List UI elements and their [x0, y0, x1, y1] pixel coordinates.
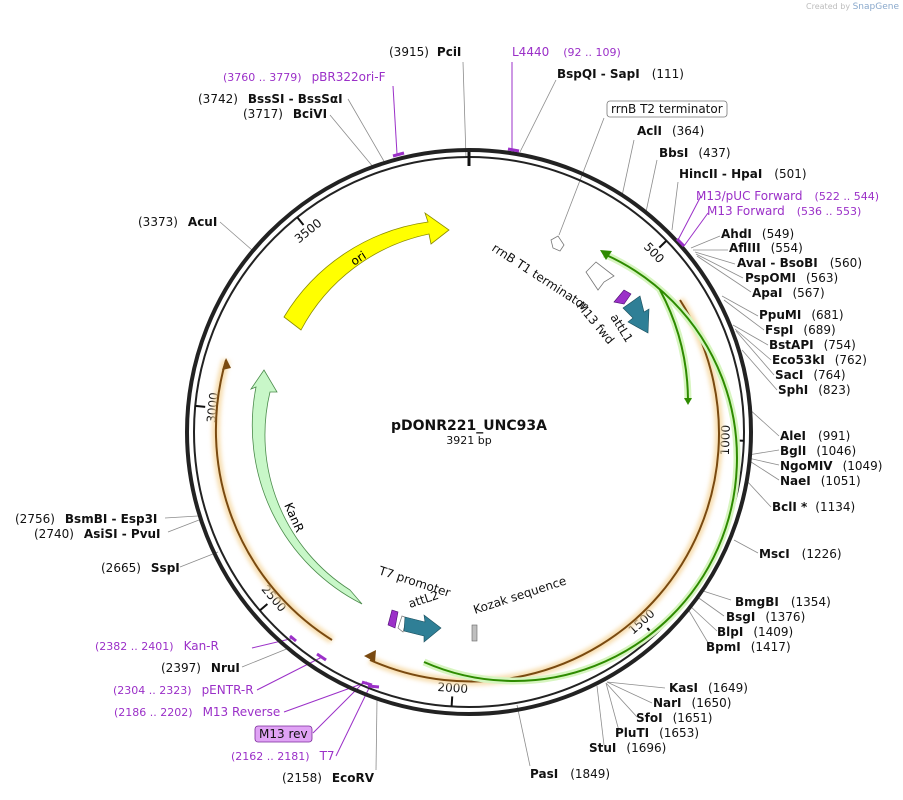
rrnb-t1-label: rrnB T1 terminator — [489, 241, 590, 314]
enzyme-naei: NaeI(1051) — [780, 474, 861, 488]
enzyme-bcivi: (3717)BciVI — [243, 107, 327, 121]
enzyme-bbsi: BbsI(437) — [659, 146, 731, 160]
enzyme-bspqi: BspQI - SapI(111) — [557, 67, 684, 81]
enzyme-stui: StuI(1696) — [589, 741, 666, 755]
tick-label: 3500 — [292, 216, 325, 246]
enzyme-pasi: PasI(1849) — [530, 767, 610, 781]
tick-mark — [297, 217, 303, 225]
enzyme-bgli: BglI(1046) — [780, 444, 856, 458]
enzyme-fspi: FspI(689) — [765, 323, 836, 337]
enzyme-sspi: (2665)SspI — [101, 561, 180, 575]
enzyme-alei: AleI(991) — [780, 429, 850, 443]
plasmid-name: pDONR221_UNC93A — [391, 418, 547, 434]
enzyme-bsgi: BsgI(1376) — [726, 610, 805, 624]
primer-m13-rev: M13 rev — [259, 727, 308, 741]
feature-labels: rrnB T2 terminator rrnB T1 terminator M1… — [376, 101, 727, 617]
enzyme-ecorv: (2158)EcoRV — [282, 771, 375, 785]
attl2-arrow — [404, 615, 441, 642]
primer-lines — [252, 62, 708, 756]
rrnb-t2-label: rrnB T2 terminator — [611, 102, 723, 116]
m13-fwd-arrow — [614, 290, 631, 304]
enzyme-acli: AclI(364) — [637, 124, 704, 138]
enzyme-pluti: PluTI(1653) — [615, 726, 699, 740]
primer-l4440: L4440(92 .. 109) — [512, 45, 621, 59]
enzyme-pspomi: PspOMI(563) — [745, 271, 838, 285]
enzyme-kasi: KasI(1649) — [669, 681, 748, 695]
enzyme-blpi: BlpI(1409) — [717, 625, 793, 639]
enzyme-nrui: (2397)NruI — [161, 661, 240, 675]
primer-pentr-r: (2304 .. 2323)pENTR-R — [113, 683, 254, 697]
enzyme-saci: SacI(764) — [775, 368, 846, 382]
enzyme-pcii: (3915)PciI — [389, 45, 461, 59]
enzyme-sphi: SphI(823) — [778, 383, 851, 397]
tick-mark — [260, 604, 268, 610]
enzyme-sfoi: SfoI(1651) — [636, 711, 712, 725]
primer-m13-puc-forward: M13/pUC Forward(522 .. 544) — [696, 189, 879, 203]
enzyme-bstapi: BstAPI(754) — [769, 338, 856, 352]
primer-kan-r: (2382 .. 2401)Kan-R — [95, 639, 219, 653]
enzyme-bsssi: (3742)BssSI - BssSαI — [198, 92, 343, 106]
rrnb-t2-arrow — [551, 236, 564, 251]
kozak-marker — [472, 625, 477, 641]
enzyme-acui: (3373)AcuI — [138, 215, 217, 229]
enzyme-bmgbi: BmgBI(1354) — [735, 595, 831, 609]
primer-m13-forward: M13 Forward(536 .. 553) — [707, 204, 861, 218]
enzyme-hincii: HincII - HpaI(501) — [679, 167, 807, 181]
attl2-label: attL2 — [407, 588, 441, 611]
enzyme-eco53ki: Eco53kI(762) — [772, 353, 867, 367]
enzyme-ppumi: PpuMI(681) — [759, 308, 844, 322]
credit: Created by SnapGene — [806, 2, 899, 12]
enzyme-nari: NarI(1650) — [653, 696, 731, 710]
kozak-label: Kozak sequence — [472, 574, 568, 617]
snapgene-logo: SnapGene — [853, 2, 899, 12]
enzyme-afliii: AflIII(554) — [729, 241, 803, 255]
t7-promoter-arrow — [388, 610, 398, 628]
green-glow — [424, 254, 737, 681]
tick-mark — [452, 696, 453, 706]
enzyme-bpmi: BpmI(1417) — [706, 640, 791, 654]
tick-mark — [659, 241, 666, 248]
enzyme-asisi: (2740)AsiSI - PvuI — [34, 527, 161, 541]
green-arrowhead-2 — [684, 398, 692, 405]
enzyme-msci: MscI(1226) — [759, 547, 842, 561]
rrnb-t1-arrow — [586, 262, 614, 290]
primer-t7: (2162 .. 2181)T7 — [231, 749, 335, 763]
credit-prefix: Created by — [806, 2, 850, 11]
enzyme-ahdi: AhdI(549) — [721, 227, 794, 241]
enzyme-apai: ApaI(567) — [752, 286, 825, 300]
enzyme-avai: AvaI - BsoBI(560) — [737, 256, 862, 270]
kanr-arrow — [251, 370, 362, 604]
enzyme-bcli: BclI *(1134) — [772, 500, 855, 514]
plasmid-size: 3921 bp — [446, 434, 491, 447]
tick-mark — [195, 406, 205, 407]
primer-pbr322ori: (3760 .. 3779)pBR322ori-F — [223, 70, 386, 84]
enzyme-ngomiv: NgoMIV(1049) — [780, 459, 882, 473]
primer-m13-reverse: (2186 .. 2202)M13 Reverse — [114, 705, 280, 719]
enzyme-bsmbi: (2756)BsmBI - Esp3I — [15, 512, 157, 526]
